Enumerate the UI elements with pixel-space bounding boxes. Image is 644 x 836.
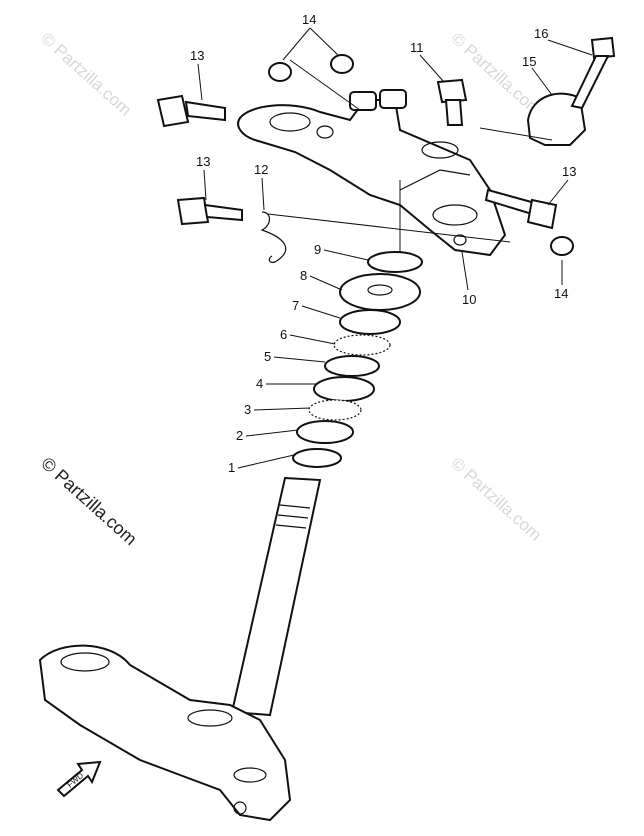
- callout-4: 4: [256, 376, 263, 391]
- callout-12: 12: [254, 162, 268, 177]
- callout-7: 7: [292, 298, 299, 313]
- bolt-13-upper-left: [156, 94, 226, 128]
- bolt-16: [570, 36, 616, 110]
- callout-2: 2: [236, 428, 243, 443]
- ring-nut-9: [367, 251, 423, 273]
- watermark: © Partzilla.com: [447, 454, 545, 545]
- callout-14-lower: 14: [554, 286, 568, 301]
- upper-bracket: [237, 89, 507, 257]
- callout-13-right: 13: [562, 164, 576, 179]
- cover-8: [339, 273, 421, 311]
- clip-12: [260, 211, 287, 263]
- watermark: © Partzilla.com: [447, 29, 545, 120]
- nut-14-lower: [550, 236, 574, 256]
- bolt-13-right: [484, 188, 558, 230]
- callout-9: 9: [314, 242, 321, 257]
- ball-set-6: [333, 334, 391, 356]
- leader-lines: [197, 27, 593, 469]
- nut-14-right: [330, 54, 354, 74]
- callout-16: 16: [534, 26, 548, 41]
- callout-15: 15: [522, 54, 536, 69]
- callout-1: 1: [228, 460, 235, 475]
- watermark: © Partzilla.com: [37, 453, 141, 549]
- callout-11: 11: [410, 40, 424, 55]
- watermark: © Partzilla.com: [37, 29, 135, 120]
- bolt-11: [436, 78, 468, 126]
- steering-stem-lower-bracket: [38, 476, 322, 822]
- race-4: [313, 376, 375, 402]
- race-2: [296, 420, 354, 444]
- callout-6: 6: [280, 327, 287, 342]
- callout-3: 3: [244, 402, 251, 417]
- nut-14-left: [268, 62, 292, 82]
- race-7: [339, 309, 401, 335]
- callout-10: 10: [462, 292, 476, 307]
- callout-14-top: 14: [302, 12, 316, 27]
- callout-13-middle-left: 13: [196, 154, 210, 169]
- ball-set-3: [308, 399, 362, 421]
- callout-8: 8: [300, 268, 307, 283]
- callout-13-upper-left: 13: [190, 48, 204, 63]
- race-5: [324, 355, 380, 377]
- callout-5: 5: [264, 349, 271, 364]
- seal-1: [292, 448, 342, 468]
- fwd-arrow: FWD: [56, 760, 102, 798]
- bolt-13-middle-left: [176, 196, 243, 226]
